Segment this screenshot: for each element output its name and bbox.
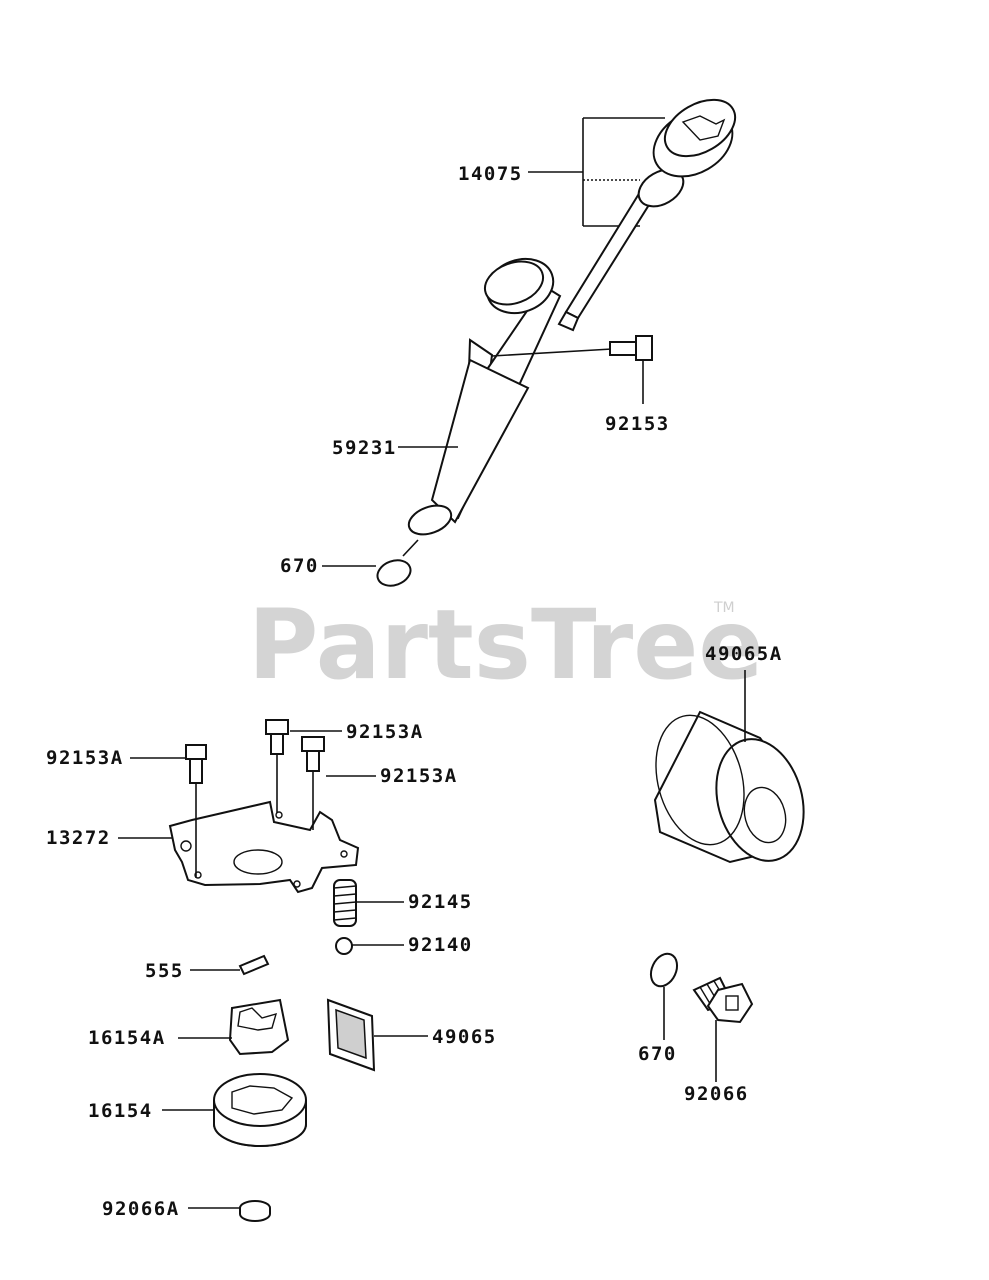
label-16154A: 16154A [88, 1027, 166, 1049]
label-92153A-right: 92153A [380, 765, 458, 787]
screen-49065-part [326, 998, 428, 1072]
pin-555-part [190, 954, 270, 976]
label-92153A-top: 92153A [346, 721, 424, 743]
label-49065: 49065 [432, 1026, 497, 1048]
outer-rotor-16154-part [162, 1073, 307, 1147]
label-670-top: 670 [280, 555, 319, 577]
filler-tube-part [402, 257, 613, 557]
label-92140: 92140 [408, 934, 473, 956]
label-92153A-left: 92153A [46, 747, 124, 769]
oring-670-top-part [376, 559, 412, 587]
inner-rotor-16154A-part [178, 998, 290, 1056]
label-92066: 92066 [684, 1083, 749, 1105]
bolt-92153-part [609, 335, 653, 404]
label-14075: 14075 [458, 163, 523, 185]
dipstick-part [528, 98, 737, 332]
bolt-92153A-left-part [130, 744, 207, 878]
oil-filter-part [653, 670, 805, 864]
oring-670-bottom-part [649, 952, 679, 1040]
label-59231: 59231 [332, 437, 397, 459]
ring-92066A-part [188, 1200, 271, 1222]
bolt-92153A-top-part [265, 719, 342, 813]
label-16154: 16154 [88, 1100, 153, 1122]
label-92153: 92153 [605, 413, 670, 435]
label-555: 555 [145, 960, 184, 982]
watermark-trademark: TM [713, 600, 735, 616]
label-13272: 13272 [46, 827, 111, 849]
drain-plug-92066-part [692, 976, 754, 1082]
label-92145: 92145 [408, 891, 473, 913]
bolt-92153A-right-part [301, 736, 376, 830]
ball-92140-part [335, 937, 353, 955]
label-92066A: 92066A [102, 1198, 180, 1220]
label-49065A: 49065A [705, 643, 783, 665]
plate-13272-part [118, 800, 360, 894]
spring-92145-part [333, 879, 404, 927]
watermark-text: PartsTree [248, 589, 763, 701]
label-670-bottom: 670 [638, 1043, 677, 1065]
